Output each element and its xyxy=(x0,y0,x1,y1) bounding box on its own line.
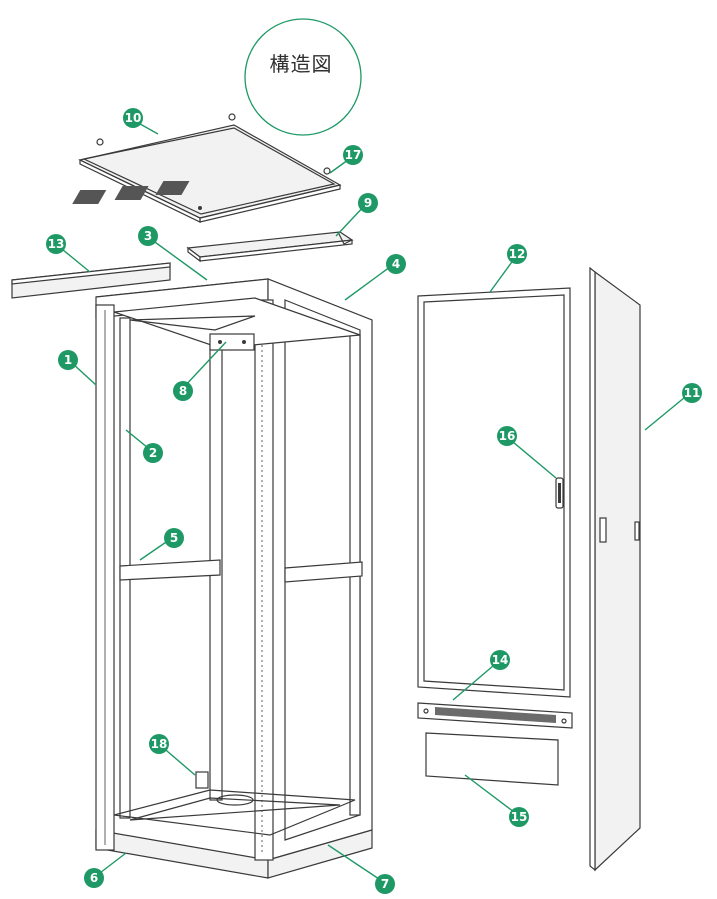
callout-10: 10 xyxy=(123,108,143,128)
callout-1: 1 xyxy=(58,350,78,370)
callout-number: 3 xyxy=(144,229,152,243)
callout-number: 14 xyxy=(492,653,509,667)
callout-15: 15 xyxy=(509,807,529,827)
callout-11: 11 xyxy=(682,383,702,403)
callout-badge xyxy=(173,381,193,401)
callout-number: 1 xyxy=(64,353,72,367)
callout-badge xyxy=(343,145,363,165)
callout-number: 15 xyxy=(511,810,528,824)
callout-14: 14 xyxy=(490,650,510,670)
callout-4: 4 xyxy=(386,254,406,274)
callout-number: 17 xyxy=(345,148,362,162)
callout-number: 4 xyxy=(392,257,400,271)
callout-badge xyxy=(58,350,78,370)
callout-badge xyxy=(46,234,66,254)
callout-number: 8 xyxy=(179,384,187,398)
callout-badge xyxy=(84,868,104,888)
callout-number: 13 xyxy=(48,237,65,251)
callout-badge xyxy=(507,244,527,264)
callout-badge xyxy=(375,874,395,894)
rack-frame xyxy=(95,278,373,879)
side-panel xyxy=(589,266,641,872)
callout-number: 10 xyxy=(125,111,142,125)
callout-number: 7 xyxy=(381,877,389,891)
callout-2: 2 xyxy=(143,443,163,463)
diagram-title: 構造図 xyxy=(269,52,333,76)
callout-badge xyxy=(682,383,702,403)
side-plate xyxy=(11,262,171,299)
callout-12: 12 xyxy=(507,244,527,264)
callout-badge xyxy=(164,528,184,548)
callout-badge xyxy=(123,108,143,128)
callout-8: 8 xyxy=(173,381,193,401)
top-front-cover xyxy=(186,231,354,263)
callout-badge xyxy=(490,650,510,670)
callout-number: 5 xyxy=(170,531,178,545)
brush-panel xyxy=(417,702,573,729)
callout-badge xyxy=(386,254,406,274)
callout-6: 6 xyxy=(84,868,104,888)
callout-5: 5 xyxy=(164,528,184,548)
callout-number: 18 xyxy=(151,737,168,751)
callout-number: 9 xyxy=(364,196,372,210)
callout-badge xyxy=(509,807,529,827)
roof-panel xyxy=(72,113,342,223)
callout-13: 13 xyxy=(46,234,66,254)
callout-badge xyxy=(143,443,163,463)
callout-7: 7 xyxy=(375,874,395,894)
callout-9: 9 xyxy=(358,193,378,213)
callout-number: 11 xyxy=(684,386,701,400)
callout-badge xyxy=(138,226,158,246)
callout-badge xyxy=(149,734,169,754)
callout-number: 2 xyxy=(149,446,157,460)
callout-17: 17 xyxy=(343,145,363,165)
callout-number: 6 xyxy=(90,871,98,885)
callout-number: 12 xyxy=(509,247,526,261)
callout-badge xyxy=(358,193,378,213)
blank-panel xyxy=(425,732,559,786)
title-circle xyxy=(244,18,362,136)
callout-3: 3 xyxy=(138,226,158,246)
callout-18: 18 xyxy=(149,734,169,754)
front-door xyxy=(417,287,571,698)
callout-badge xyxy=(497,426,517,446)
callout-number: 16 xyxy=(499,429,516,443)
callout-16: 16 xyxy=(497,426,517,446)
